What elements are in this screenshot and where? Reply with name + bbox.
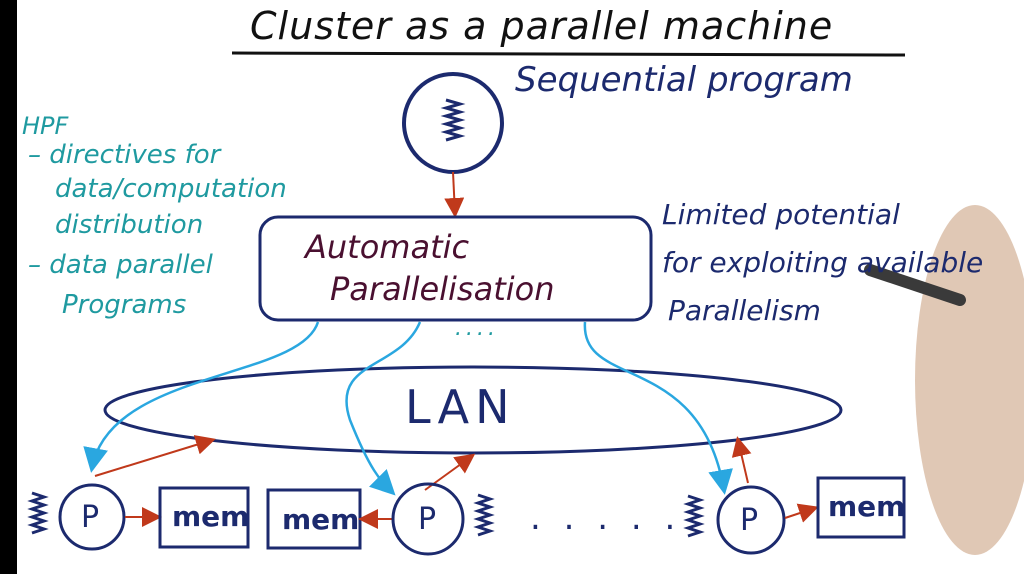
- arrow-p3-mem: [784, 503, 819, 523]
- processor-1-label: P: [81, 500, 100, 535]
- auto-parallelisation-box: [258, 215, 653, 322]
- hpf-line-2: data/computation: [55, 174, 287, 204]
- sequential-program-label: Sequential program: [515, 60, 853, 100]
- memory-1-box: [158, 486, 250, 549]
- blue-arrow-2: [345, 321, 422, 496]
- processor-3-circle: [716, 485, 786, 555]
- thread-icon: [440, 98, 466, 142]
- blue-arrow-3: [583, 321, 733, 495]
- thread-icon: [473, 493, 495, 537]
- lan-label: LAN: [405, 380, 516, 434]
- nodes-ellipsis: . . . . .: [530, 498, 682, 538]
- limited-line-1: Limited potential: [662, 198, 900, 231]
- processor-1-circle: [58, 483, 126, 551]
- processor-2-label: P: [418, 502, 437, 537]
- memory-1-label: mem: [172, 500, 250, 533]
- pen: [864, 264, 966, 306]
- lan-ellipse: [103, 365, 843, 455]
- auto-parallel-dots: ....: [455, 316, 499, 341]
- hpf-heading: HPF: [22, 112, 69, 140]
- processor-2-circle: [391, 482, 465, 556]
- title-underline: [231, 51, 906, 57]
- thread-icon: [27, 491, 49, 535]
- processor-3-label: P: [740, 503, 759, 538]
- memory-3-box: [816, 476, 906, 539]
- hpf-line-3: distribution: [55, 210, 204, 240]
- red-arrow-p3-lan: [731, 436, 752, 484]
- arrow-seq-to-auto: [444, 171, 465, 218]
- thread-icon: [683, 494, 705, 538]
- hpf-line-5: Programs: [62, 290, 187, 320]
- hpf-line-1: – directives for: [28, 140, 221, 170]
- auto-parallel-line-2: Parallelisation: [330, 270, 555, 308]
- memory-2-label: mem: [282, 503, 360, 536]
- limited-line-2: for exploiting available: [662, 246, 984, 279]
- auto-parallel-line-1: Automatic: [305, 228, 470, 266]
- red-arrow-p1-lan: [94, 435, 216, 477]
- memory-3-label: mem: [828, 490, 906, 523]
- left-black-border: [0, 0, 17, 574]
- blue-arrow-1: [83, 321, 320, 473]
- hpf-line-4: – data parallel: [28, 250, 213, 280]
- limited-line-3: Parallelism: [668, 294, 821, 327]
- page-title: Cluster as a parallel machine: [250, 4, 834, 48]
